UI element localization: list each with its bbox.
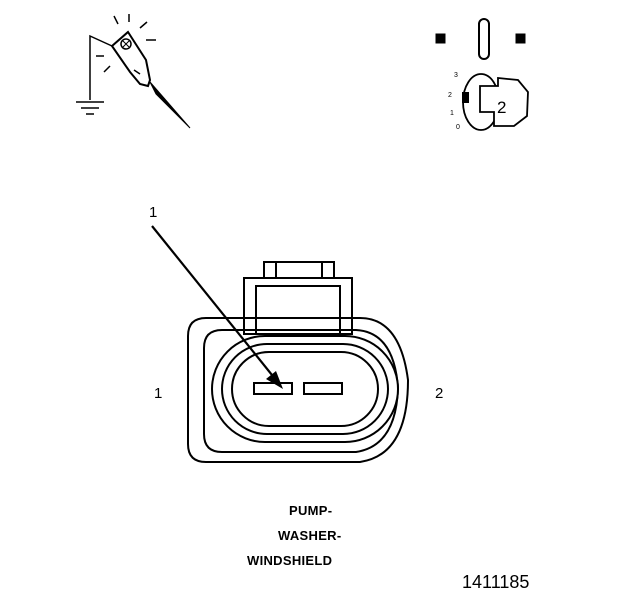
callout-arrow [151, 225, 283, 389]
test-light-icon [89, 14, 191, 129]
switch-position-1: 1 [450, 110, 454, 117]
ground-icon [76, 101, 104, 115]
terminal-cavity-1 [253, 382, 293, 395]
switch-position-3: 3 [454, 72, 458, 79]
component-name-line-2: WASHER- [278, 528, 342, 543]
terminal-cavity-2 [303, 382, 343, 395]
component-name-line-1: PUMP- [289, 503, 333, 518]
terminal-label-right: 2 [435, 385, 444, 402]
figure-id: 1411185 [462, 572, 530, 592]
terminal-label-left: 1 [154, 385, 163, 402]
connector-body [187, 261, 410, 463]
switch-position-0: 0 [456, 124, 460, 131]
switch-selected-position: 2 [497, 98, 507, 117]
key-slot-icon [435, 18, 526, 60]
component-name-line-3: WINDSHIELD [247, 553, 333, 568]
switch-position-2: 2 [448, 92, 452, 99]
ignition-switch-icon [462, 73, 529, 131]
callout-number: 1 [149, 204, 158, 221]
